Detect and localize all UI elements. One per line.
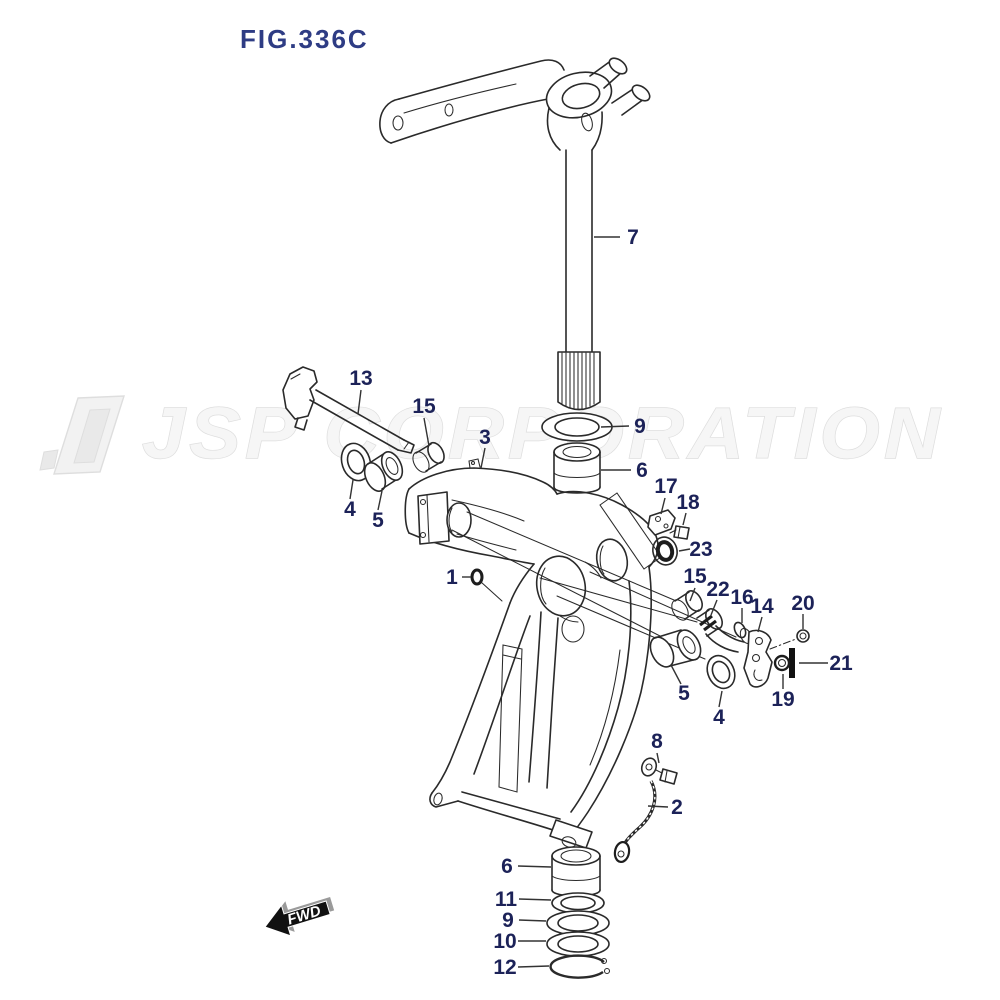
leader-line-part-9 — [600, 425, 630, 428]
leader-line-part-18 — [682, 512, 687, 526]
part-label-5: 5 — [372, 509, 384, 532]
part-label-20: 20 — [791, 592, 814, 615]
part-label-4: 4 — [713, 706, 725, 729]
fwd-label: FWD — [285, 902, 323, 928]
leader-line-part-15 — [423, 417, 430, 447]
leader-line-part-5 — [670, 664, 682, 685]
part-label-16: 16 — [730, 586, 753, 609]
steering-link-hardware-drawing — [649, 590, 810, 690]
leader-line-part-15 — [689, 587, 696, 602]
upper-washer-bushing-drawing — [541, 412, 613, 494]
leader-line-part-4 — [718, 690, 723, 708]
leader-line-part-5 — [377, 490, 383, 511]
part-label-8: 8 — [651, 730, 663, 753]
leader-line-part-9 — [518, 919, 547, 922]
mount-seal-stack-drawing — [546, 846, 611, 979]
part-label-9: 9 — [502, 909, 514, 932]
leader-line-part-12 — [517, 965, 550, 968]
fwd-direction-arrow: FWD — [264, 897, 335, 937]
part-label-9: 9 — [634, 415, 646, 438]
ground-cable-drawing — [613, 757, 678, 864]
clip-hardware-drawing — [647, 509, 690, 566]
part-label-6: 6 — [636, 459, 648, 482]
part-label-5: 5 — [678, 682, 690, 705]
part-label-13: 13 — [349, 367, 372, 390]
grommet-drawing — [470, 568, 484, 586]
drawing-lines — [282, 57, 810, 979]
leader-line-part-14 — [757, 616, 763, 633]
part-label-14: 14 — [750, 595, 774, 618]
watermark-logo-foot — [39, 449, 59, 471]
part-label-3: 3 — [479, 426, 491, 449]
leader-line-part-4 — [349, 479, 354, 500]
watermark-logo-inner — [73, 408, 111, 464]
part-label-21: 21 — [829, 652, 853, 675]
part-label-2: 2 — [671, 796, 683, 819]
part-label-23: 23 — [689, 538, 712, 561]
part-label-4: 4 — [344, 498, 356, 521]
leader-line-part-2 — [647, 805, 669, 808]
leader-line-part-8 — [656, 752, 660, 764]
part-label-15: 15 — [683, 565, 707, 588]
part-label-6: 6 — [501, 855, 513, 878]
watermark: JSP CORPORATION — [39, 393, 944, 475]
leader-line-part-22 — [710, 599, 718, 616]
leader-line-part-13 — [357, 389, 362, 415]
leader-line-part-3 — [480, 447, 486, 469]
leader-line-part-11 — [518, 898, 552, 901]
steering-bracket-arm-drawing — [379, 59, 565, 144]
tilt-rod-drawing — [282, 366, 445, 492]
part-label-7: 7 — [627, 226, 639, 249]
part-label-10: 10 — [493, 930, 516, 953]
leader-line-part-17 — [660, 497, 666, 515]
part-label-17: 17 — [654, 475, 677, 498]
fwd-arrow — [264, 900, 331, 937]
figure-title: FIG.336C — [240, 24, 369, 54]
part-label-15: 15 — [412, 395, 436, 418]
part-label-22: 22 — [706, 578, 729, 601]
swivel-housing-drawing — [429, 490, 662, 857]
part-label-1: 1 — [446, 566, 458, 589]
watermark-text: JSP CORPORATION — [142, 394, 944, 474]
leader-line-part-23 — [678, 548, 691, 552]
part-label-19: 19 — [771, 688, 794, 711]
part-label-18: 18 — [676, 491, 700, 514]
steering-shaft-drawing — [545, 57, 651, 411]
leader-line-part-6 — [517, 865, 552, 868]
swivel-arm-drawing — [404, 458, 558, 565]
part-label-12: 12 — [493, 956, 516, 979]
part-label-11: 11 — [495, 888, 518, 911]
